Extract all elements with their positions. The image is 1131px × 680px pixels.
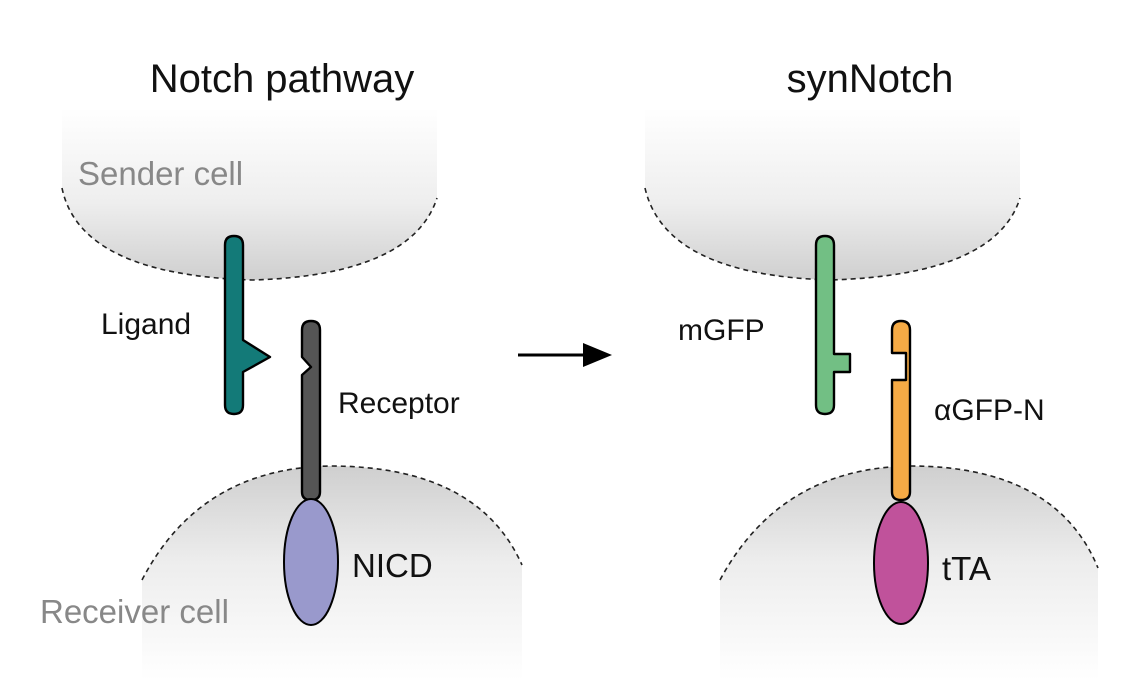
tta-label: tTA (942, 550, 991, 587)
ligand-protein (223, 234, 272, 416)
agfp-n-label: αGFP-N (934, 394, 1045, 427)
receiver-cell-label: Receiver cell (40, 593, 229, 630)
right-panel-title: synNotch (787, 57, 954, 101)
agfp-n-protein (890, 319, 912, 502)
right-sender-cell (645, 108, 1020, 280)
left-sender-membrane (61, 187, 438, 281)
ligand-label: Ligand (101, 308, 191, 341)
tta-domain (873, 501, 929, 625)
nicd-label: NICD (352, 547, 433, 584)
right-sender-membrane (644, 187, 1021, 281)
mgfp-protein (814, 234, 852, 416)
right-receiver-membrane (719, 465, 1099, 581)
left-sender-cell (62, 108, 437, 280)
transition-arrow (518, 343, 612, 367)
left-panel-title: Notch pathway (150, 57, 415, 101)
sender-cell-label: Sender cell (78, 155, 243, 192)
left-receiver-membrane (141, 465, 523, 581)
receptor-label: Receptor (338, 387, 460, 420)
mgfp-label: mGFP (678, 314, 765, 347)
receptor-protein (300, 319, 322, 502)
nicd-domain (283, 498, 339, 626)
